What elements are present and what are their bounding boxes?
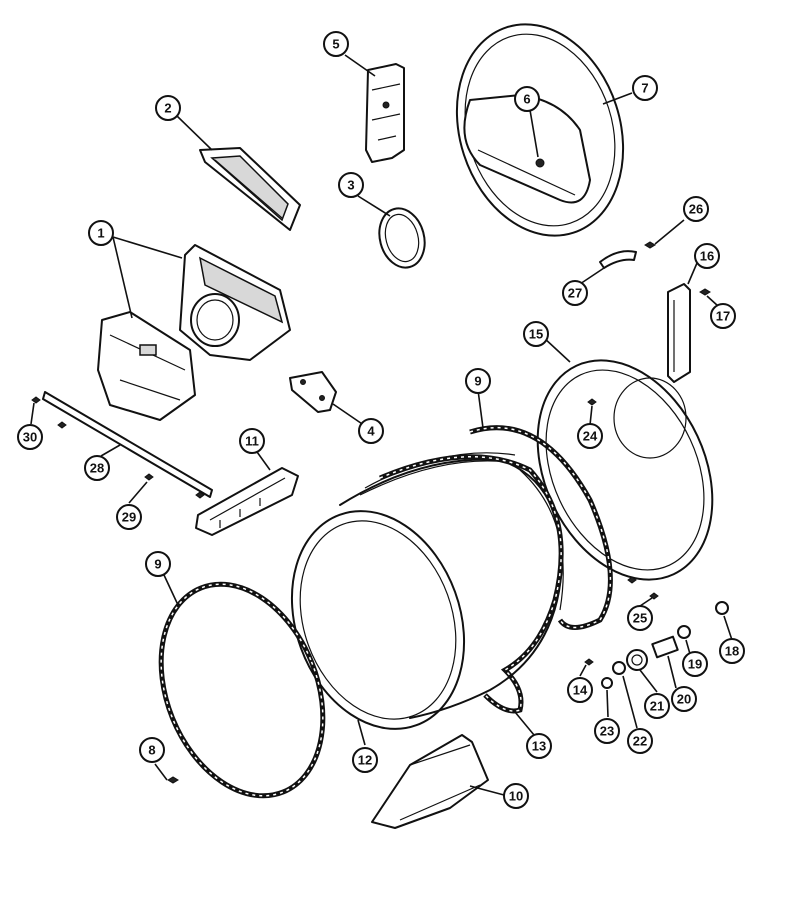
callout-label: 9 bbox=[474, 374, 481, 389]
callout-label: 16 bbox=[700, 249, 714, 264]
callout-16: 16 bbox=[694, 243, 720, 269]
callout-label: 17 bbox=[716, 309, 730, 324]
callout-3: 3 bbox=[338, 172, 364, 198]
callout-label: 9 bbox=[154, 557, 161, 572]
callout-label: 15 bbox=[529, 327, 543, 342]
callout-label: 22 bbox=[633, 734, 647, 749]
callout-17: 17 bbox=[710, 303, 736, 329]
callout-label: 13 bbox=[532, 739, 546, 754]
callout-5: 5 bbox=[323, 31, 349, 57]
part-front-slide bbox=[195, 467, 299, 536]
callout-label: 11 bbox=[245, 434, 259, 449]
callout-12: 12 bbox=[352, 747, 378, 773]
callout-30: 30 bbox=[17, 424, 43, 450]
callout-7: 7 bbox=[632, 75, 658, 101]
callout-label: 6 bbox=[523, 92, 530, 107]
callout-label: 1 bbox=[97, 226, 104, 241]
callout-6: 6 bbox=[514, 86, 540, 112]
callout-19: 19 bbox=[682, 651, 708, 677]
part-vertical-bracket bbox=[667, 283, 711, 383]
callout-28: 28 bbox=[84, 455, 110, 481]
callout-11: 11 bbox=[239, 428, 265, 454]
callout-2: 2 bbox=[155, 95, 181, 121]
callout-25: 25 bbox=[627, 605, 653, 631]
callout-9-rear: 9 bbox=[465, 368, 491, 394]
callout-29: 29 bbox=[116, 504, 142, 530]
callout-label: 20 bbox=[677, 692, 691, 707]
part-seal-ring bbox=[378, 207, 426, 269]
callout-label: 5 bbox=[332, 37, 339, 52]
callout-label: 4 bbox=[367, 424, 375, 439]
callout-label: 7 bbox=[641, 81, 648, 96]
callout-label: 23 bbox=[600, 724, 614, 739]
callout-label: 26 bbox=[689, 202, 703, 217]
callout-26: 26 bbox=[683, 196, 709, 222]
callout-label: 3 bbox=[347, 178, 354, 193]
callout-9-front: 9 bbox=[145, 551, 171, 577]
part-small-bracket bbox=[289, 371, 337, 413]
part-screw-bottom bbox=[167, 776, 179, 784]
callout-label: 8 bbox=[148, 743, 155, 758]
callout-label: 18 bbox=[725, 644, 739, 659]
part-lint-filter bbox=[199, 147, 301, 231]
callout-label: 21 bbox=[650, 699, 664, 714]
part-rear-panel bbox=[455, 23, 625, 237]
part-drum-seal-front bbox=[158, 581, 326, 799]
callout-label: 30 bbox=[23, 430, 37, 445]
part-clip-and-screw bbox=[599, 241, 656, 269]
part-drum-seal-rear bbox=[469, 425, 613, 630]
callout-label: 12 bbox=[358, 753, 372, 768]
callout-20: 20 bbox=[671, 686, 697, 712]
callout-13: 13 bbox=[526, 733, 552, 759]
part-front-panel bbox=[536, 359, 714, 581]
leader-lines bbox=[30, 54, 733, 796]
part-drive-belt bbox=[379, 454, 564, 714]
callout-label: 27 bbox=[568, 286, 582, 301]
part-bracket bbox=[365, 63, 405, 163]
callout-22: 22 bbox=[627, 728, 653, 754]
part-screws-left bbox=[31, 396, 205, 499]
part-hardware-small bbox=[584, 576, 729, 689]
callout-label: 28 bbox=[90, 461, 104, 476]
part-blower-housing bbox=[97, 244, 291, 421]
callout-label: 29 bbox=[122, 510, 136, 525]
callout-10: 10 bbox=[503, 783, 529, 809]
callout-21: 21 bbox=[644, 693, 670, 719]
callout-14: 14 bbox=[567, 677, 593, 703]
callout-18: 18 bbox=[719, 638, 745, 664]
callout-4: 4 bbox=[358, 418, 384, 444]
callout-label: 25 bbox=[633, 611, 647, 626]
callout-label: 10 bbox=[509, 789, 523, 804]
callout-label: 24 bbox=[583, 429, 598, 444]
callout-27: 27 bbox=[562, 280, 588, 306]
callout-1: 1 bbox=[88, 220, 114, 246]
part-strip bbox=[42, 391, 213, 498]
callout-8: 8 bbox=[139, 737, 165, 763]
callout-label: 14 bbox=[573, 683, 588, 698]
callout-label: 19 bbox=[688, 657, 702, 672]
part-bottom-cover bbox=[371, 734, 489, 829]
callout-15: 15 bbox=[523, 321, 549, 347]
callout-24: 24 bbox=[577, 423, 603, 449]
callout-label: 2 bbox=[164, 101, 171, 116]
callout-23: 23 bbox=[594, 718, 620, 744]
